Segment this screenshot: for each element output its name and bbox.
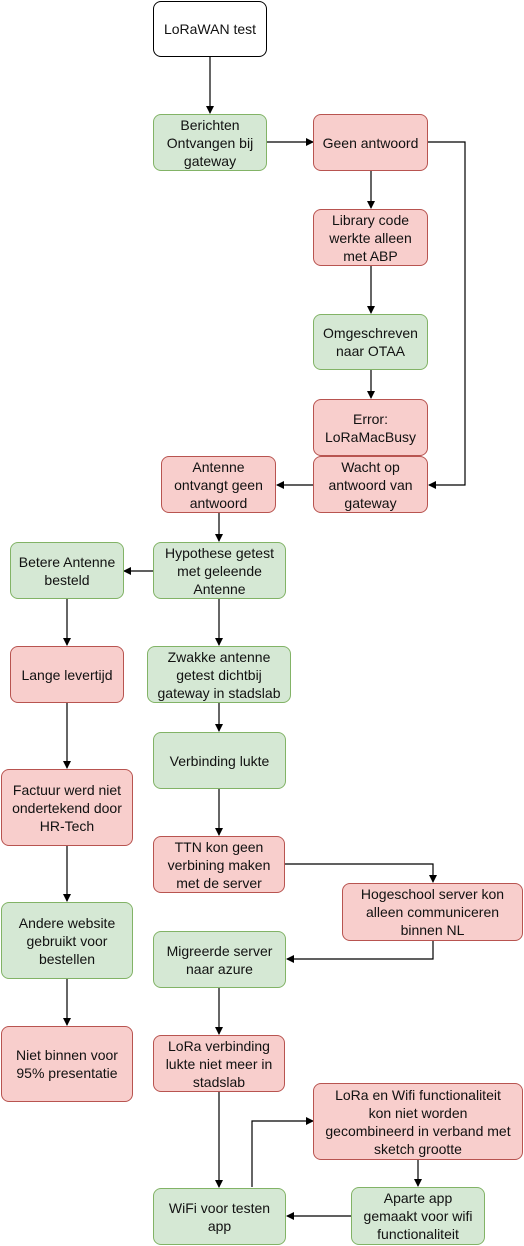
node-hypothese-getest: Hypothese getest met geleende Antenne — [153, 542, 286, 599]
arrow-hogeschool-to-migreerde — [286, 941, 434, 963]
node-verbinding-lukte: Verbinding lukte — [153, 732, 286, 789]
node-antenne-ontvangt: Antenne ontvangt geen antwoord — [161, 456, 276, 513]
node-ttn-geen-verbinding: TTN kon geen verbining maken met de serv… — [153, 836, 285, 893]
node-omgeschreven-otaa: Omgeschreven naar OTAA — [313, 314, 428, 370]
node-betere-antenne: Betere Antenne besteld — [10, 542, 124, 599]
node-zwakke-antenne: Zwakke antenne getest dichtbij gateway i… — [147, 646, 291, 703]
node-niet-binnen: Niet binnen voor 95% presentatie — [1, 1026, 133, 1102]
node-andere-website: Andere website gebruikt voor bestellen — [1, 902, 133, 979]
node-lora-en-wifi: LoRa en Wifi functionaliteit kon niet wo… — [313, 1083, 523, 1160]
node-library-code: Library code werkte alleen met ABP — [313, 209, 428, 266]
node-berichten-ontvangen: Berichten Ontvangen bij gateway — [153, 114, 267, 171]
node-aparte-app: Aparte app gemaakt voor wifi functionali… — [351, 1187, 485, 1245]
node-wacht-op-antwoord: Wacht op antwoord van gateway — [313, 456, 428, 513]
node-factuur: Factuur werd niet ondertekend door HR-Te… — [1, 769, 133, 846]
node-lora-verbinding: LoRa verbinding lukte niet meer in stads… — [153, 1035, 285, 1092]
arrow-geen-antwoord-to-wacht — [428, 141, 466, 489]
node-hogeschool-server: Hogeschool server kon alleen communicere… — [342, 883, 523, 941]
arrow-ttn-to-hogeschool — [285, 863, 437, 883]
node-lorawan-test: LoRaWAN test — [153, 1, 267, 57]
node-wifi-voor-testen: WiFi voor testen app — [153, 1188, 286, 1245]
node-migreerde-server: Migreerde server naar azure — [153, 931, 286, 988]
node-lange-levertijd: Lange levertijd — [10, 646, 124, 703]
node-error-loramacbusy: Error: LoRaMacBusy — [313, 399, 428, 456]
node-geen-antwoord: Geen antwoord — [313, 114, 428, 171]
arrow-wifi-to-lora-wifi — [251, 1117, 314, 1187]
